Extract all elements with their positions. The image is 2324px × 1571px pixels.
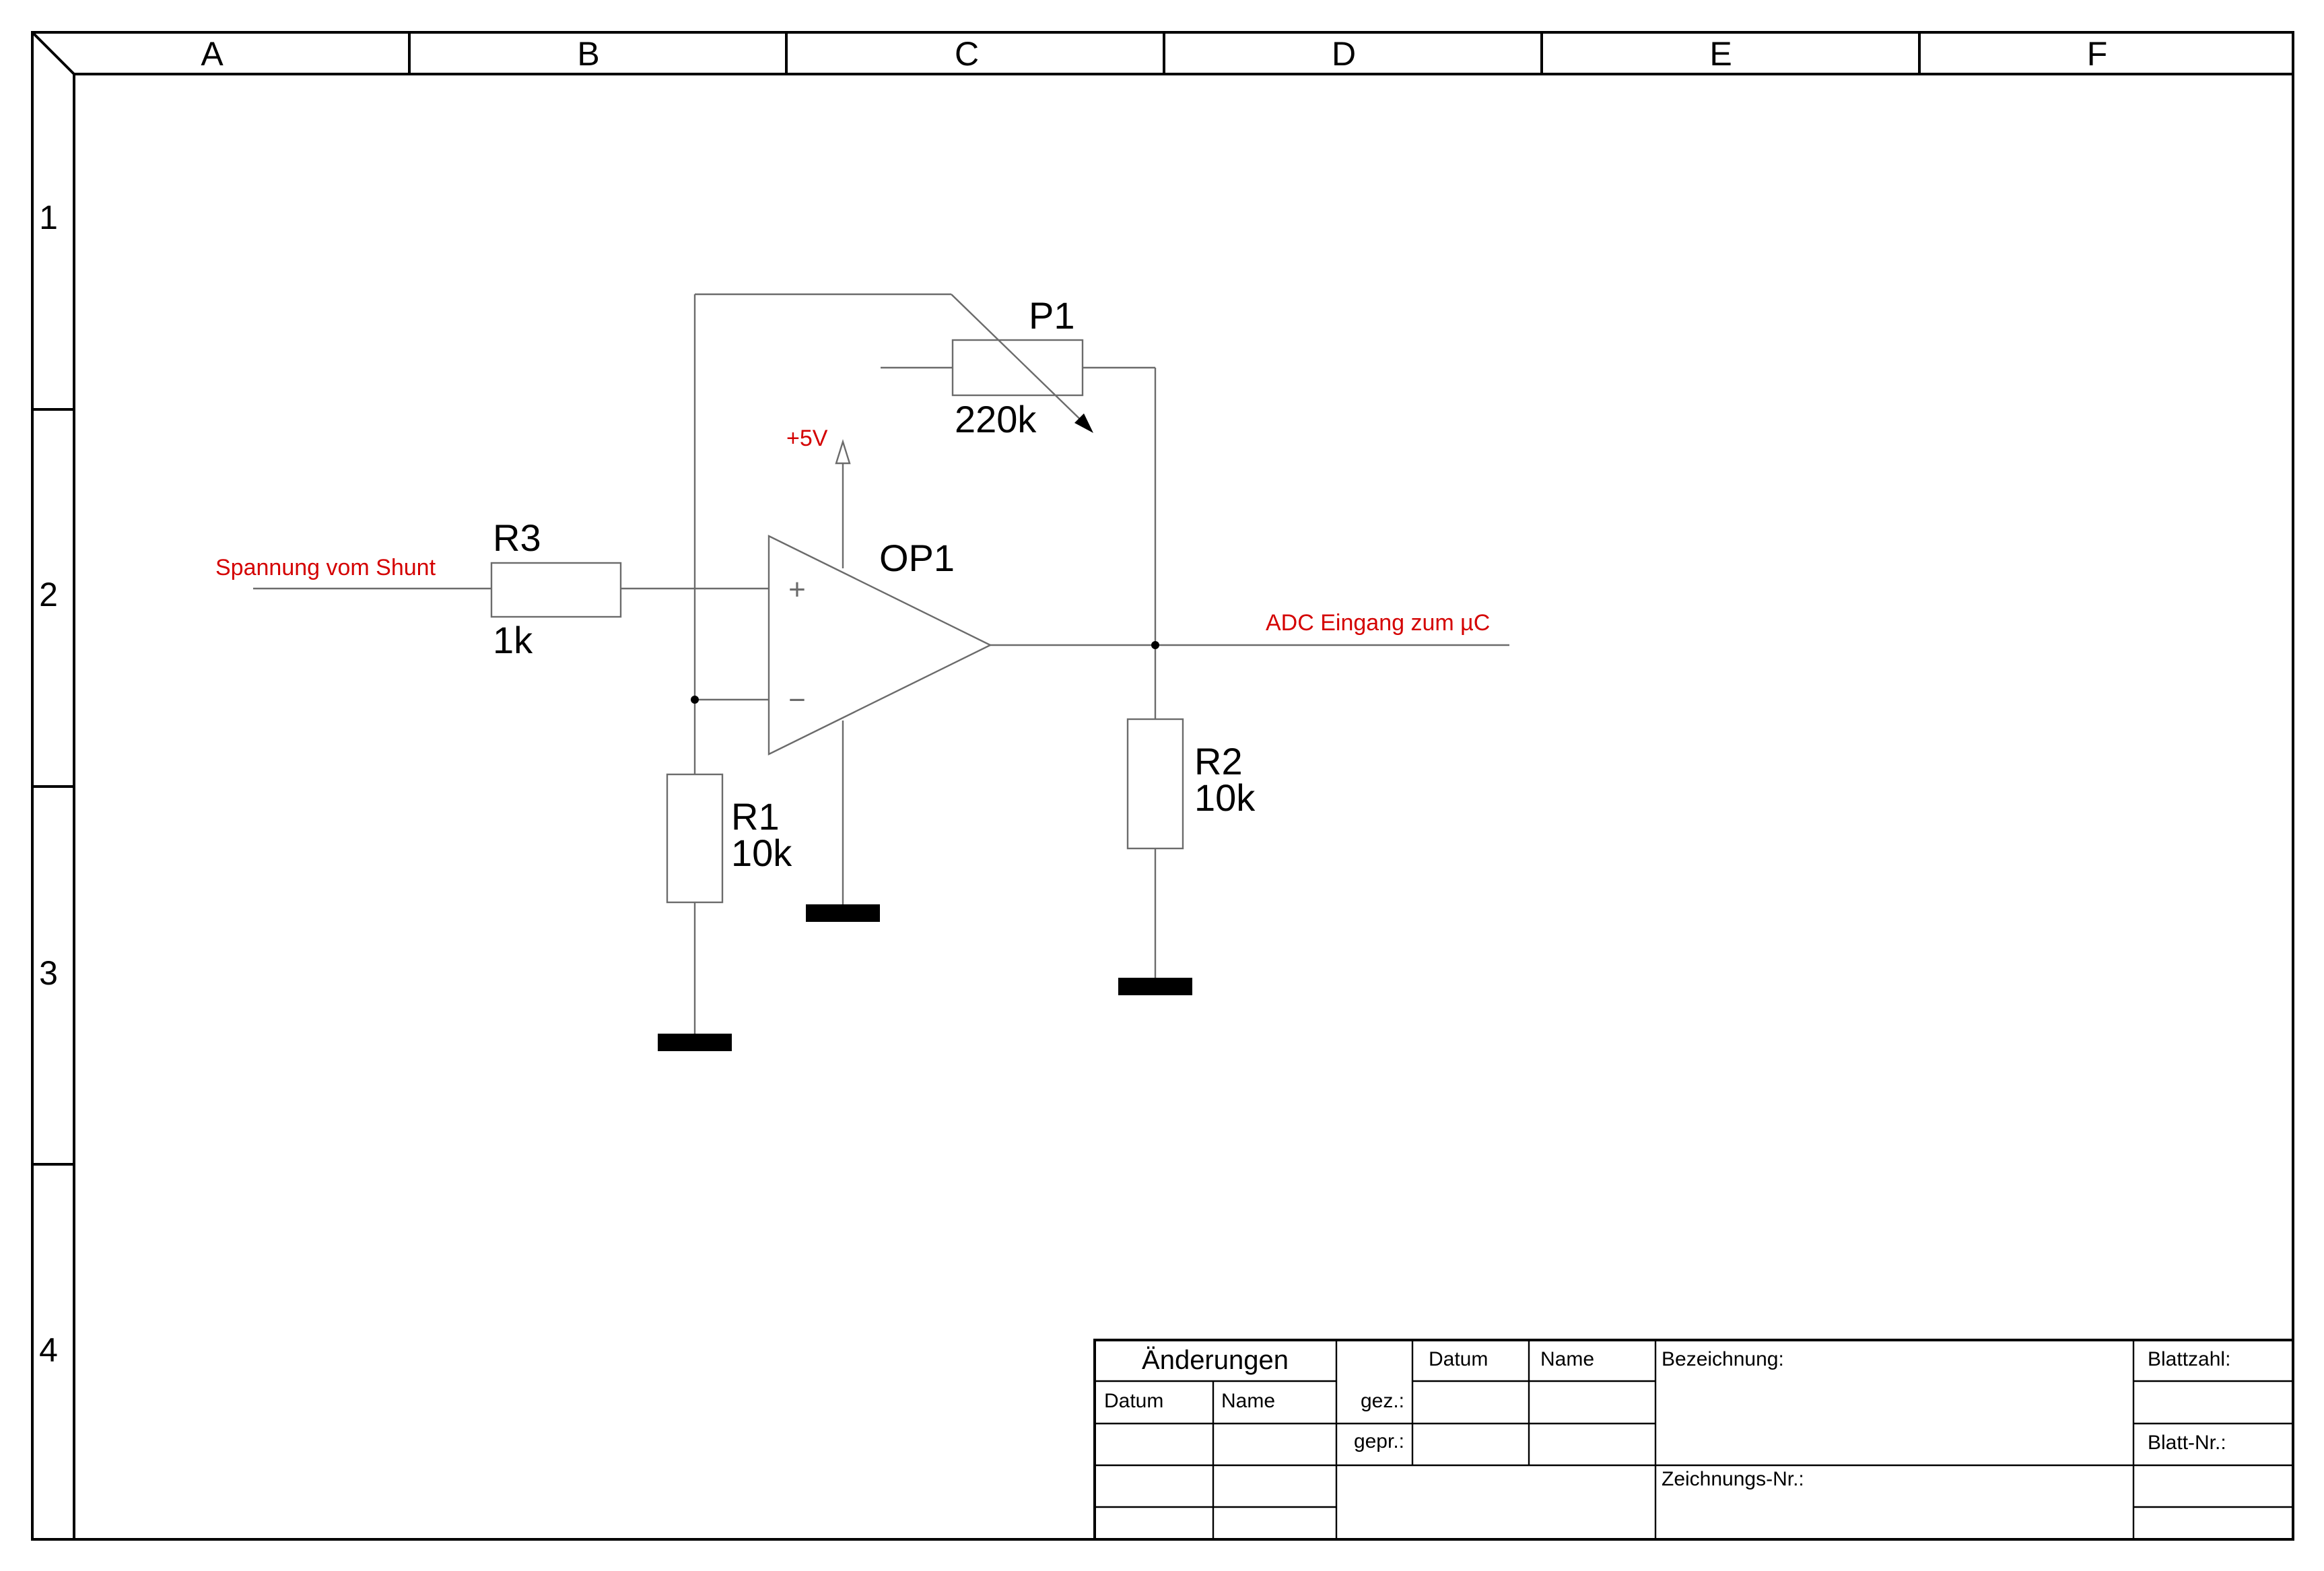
resistor-r3: R3 1k (490, 516, 622, 661)
blattzahl-label: Blattzahl: (2148, 1348, 2230, 1370)
input-net-label: Spannung vom Shunt (215, 555, 436, 580)
wires (253, 293, 1509, 1034)
potentiometer-p1: P1 220k (951, 294, 1093, 440)
row-label-2: 2 (39, 576, 58, 613)
title-block: Änderungen Datum Name Datum Name gez.: g… (1093, 1339, 2294, 1541)
column-label-d: D (1332, 35, 1356, 73)
opamp-op1: + − OP1 (767, 535, 992, 756)
column-label-a: A (201, 35, 224, 73)
column-label-e: E (1709, 35, 1732, 73)
row-labels: 1 2 3 4 (39, 199, 58, 1369)
opamp-minus-symbol: − (788, 683, 806, 716)
supply-arrow-icon (835, 438, 851, 465)
ground-symbol-icon (806, 904, 880, 922)
row-label-4: 4 (39, 1331, 58, 1369)
r2-ref: R2 (1194, 740, 1243, 782)
supply-label: +5V (786, 426, 828, 451)
junction-dot (691, 696, 699, 704)
row-label-1: 1 (39, 199, 58, 236)
p1-ref: P1 (1029, 294, 1075, 337)
column-label-b: B (577, 35, 599, 73)
resistor-r2: R2 10k (1126, 718, 1256, 850)
datum-header: Datum (1429, 1348, 1488, 1370)
bezeichnung-label: Bezeichnung: (1662, 1348, 1784, 1370)
blatt-nr-label: Blatt-Nr.: (2148, 1432, 2226, 1454)
opamp-ref: OP1 (879, 537, 955, 579)
ground-symbol-icon (1118, 978, 1192, 995)
r2-value: 10k (1194, 776, 1256, 819)
column-label-f: F (2087, 35, 2108, 73)
wiper-arrow-icon (1074, 413, 1093, 433)
r1-value: 10k (731, 832, 792, 874)
gez-label: gez.: (1361, 1390, 1404, 1412)
junction-dot (1151, 641, 1159, 649)
column-labels: A B C D E F (201, 35, 2107, 73)
row-label-3: 3 (39, 954, 58, 992)
zeichnungs-nr-label: Zeichnungs-Nr.: (1662, 1468, 1804, 1490)
p1-value: 220k (955, 398, 1037, 440)
aenderungen-name-header: Name (1221, 1390, 1275, 1412)
r3-value: 1k (493, 619, 533, 661)
resistor-r1: R1 10k (666, 773, 792, 904)
r1-ref: R1 (731, 795, 780, 838)
ground-symbol-icon (658, 1034, 732, 1051)
output-net-label: ADC Eingang zum µC (1266, 610, 1490, 636)
r3-ref: R3 (493, 516, 541, 559)
opamp-plus-symbol: + (788, 573, 806, 606)
gepr-label: gepr.: (1354, 1430, 1404, 1452)
column-label-c: C (955, 35, 979, 73)
aenderungen-datum-header: Datum (1104, 1390, 1163, 1412)
name-header: Name (1540, 1348, 1594, 1370)
aenderungen-header: Änderungen (1142, 1345, 1289, 1375)
